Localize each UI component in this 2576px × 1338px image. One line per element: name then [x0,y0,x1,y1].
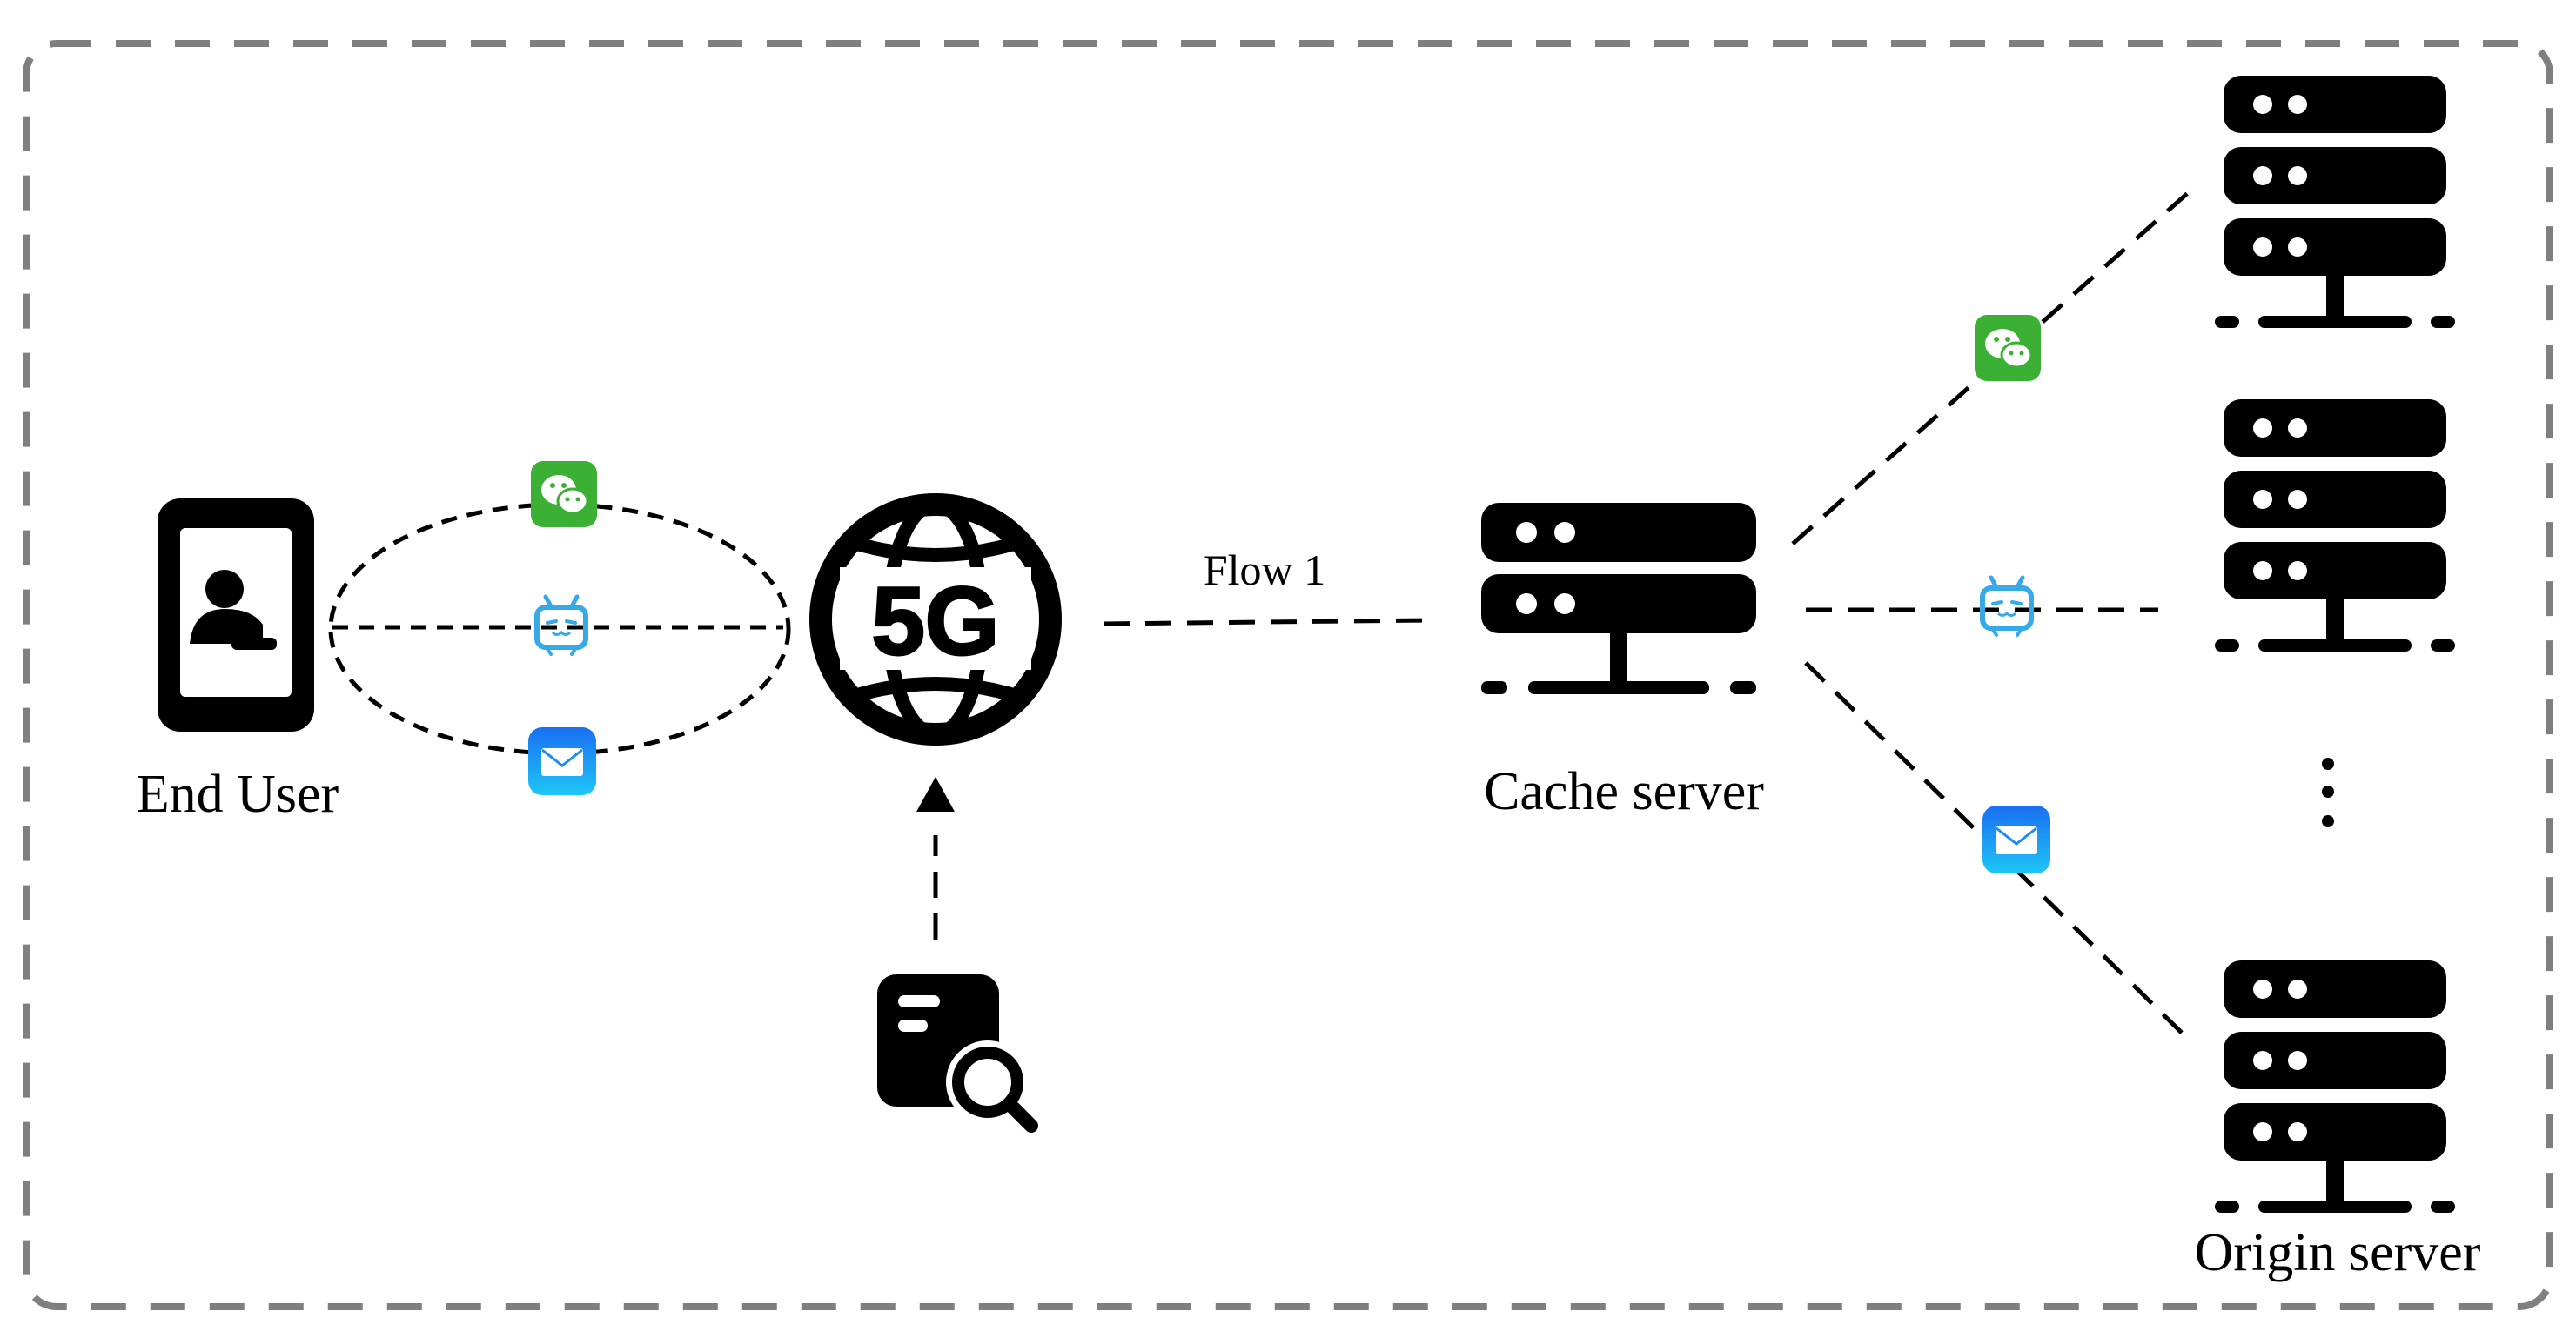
cache-server-label: Cache server [1484,762,1764,821]
mail-app-icon [527,726,598,797]
traffic-analysis-icon [877,974,1038,1133]
outer-frame [23,40,2553,1310]
wechat-app-icon [1973,313,2043,383]
mail-app-icon [1981,804,2052,875]
end-user-phone-icon [158,498,314,732]
connectors [328,183,2199,1041]
bilibili-app-icon [1982,578,2031,635]
end-user-label: End User [137,765,339,824]
origin-server-icon [2215,399,2455,652]
flow-label: Flow 1 [1204,545,1325,594]
flow-link [1103,618,1428,626]
origin-server-icon [2215,76,2455,328]
ellipsis-icon [2322,758,2334,827]
origin-server-icon [2215,960,2455,1213]
cache-server-icon [1481,503,1756,694]
wechat-app-icon [529,459,599,529]
origin-server-label: Origin server [2195,1223,2481,1282]
5g-label: 5G [872,568,1000,675]
arrow-head [916,777,955,812]
5g-globe-icon: 5G [809,493,1062,746]
